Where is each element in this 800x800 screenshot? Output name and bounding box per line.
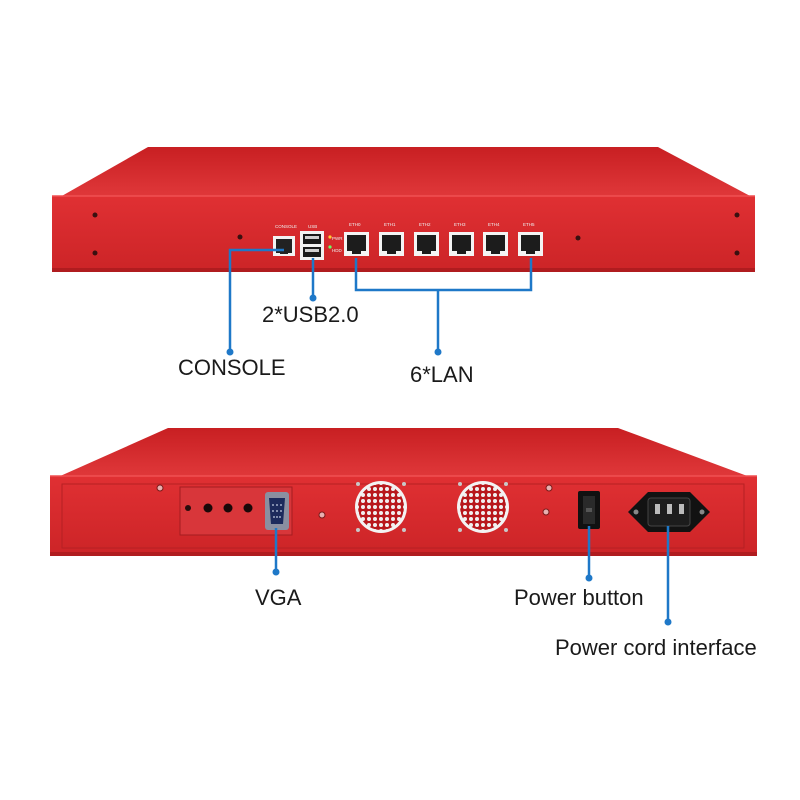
fan-vent-right bbox=[457, 481, 509, 533]
eth-port: ETH2 bbox=[414, 222, 439, 256]
eth-port: ETH3 bbox=[449, 222, 474, 256]
rear-screws bbox=[156, 484, 553, 519]
front-callout-lines bbox=[228, 248, 533, 352]
hdd-led-label: HDD bbox=[332, 248, 342, 253]
svg-text:ETH2: ETH2 bbox=[419, 222, 431, 227]
rear-callout-lines bbox=[274, 526, 670, 622]
rear-callout-dots bbox=[272, 568, 672, 626]
console-port-label: CONSOLE bbox=[275, 224, 297, 229]
front-panel-unit: CONSOLE USB PWR HDD ETH0 bbox=[52, 147, 755, 356]
svg-text:ETH0: ETH0 bbox=[349, 222, 361, 227]
rear-panel-unit bbox=[50, 428, 757, 626]
eth-port: ETH5 bbox=[518, 222, 543, 256]
usb-callout-label: 2*USB2.0 bbox=[262, 302, 359, 327]
eth-port: ETH4 bbox=[483, 222, 508, 256]
console-callout-label: CONSOLE bbox=[178, 355, 286, 380]
eth-port: ETH0 bbox=[344, 222, 369, 256]
usb-port-label: USB bbox=[308, 224, 317, 229]
lan-callout-label: 6*LAN bbox=[410, 362, 474, 387]
usb-ports: USB bbox=[300, 224, 324, 260]
eth-port: ETH1 bbox=[379, 222, 404, 256]
lan-callout-line bbox=[354, 258, 533, 292]
front-screws bbox=[92, 212, 740, 256]
svg-text:ETH1: ETH1 bbox=[384, 222, 396, 227]
eth-ports: ETH0 ETH1 ETH2 ETH3 ETH4 ETH5 bbox=[344, 222, 543, 256]
svg-text:ETH5: ETH5 bbox=[523, 222, 535, 227]
front-callout-dots bbox=[226, 294, 442, 356]
power-socket bbox=[628, 492, 710, 532]
power-cord-callout-label: Power cord interface bbox=[555, 635, 757, 660]
status-leds: PWR HDD bbox=[328, 235, 343, 253]
vga-port bbox=[265, 492, 289, 530]
fan-vent-left bbox=[355, 481, 407, 533]
svg-text:ETH4: ETH4 bbox=[488, 222, 500, 227]
power-switch bbox=[578, 491, 600, 529]
console-callout-line bbox=[228, 248, 284, 352]
power-button-callout-label: Power button bbox=[514, 585, 644, 610]
svg-text:ETH3: ETH3 bbox=[454, 222, 466, 227]
pwr-led-label: PWR bbox=[332, 236, 343, 241]
vga-callout-label: VGA bbox=[255, 585, 302, 610]
